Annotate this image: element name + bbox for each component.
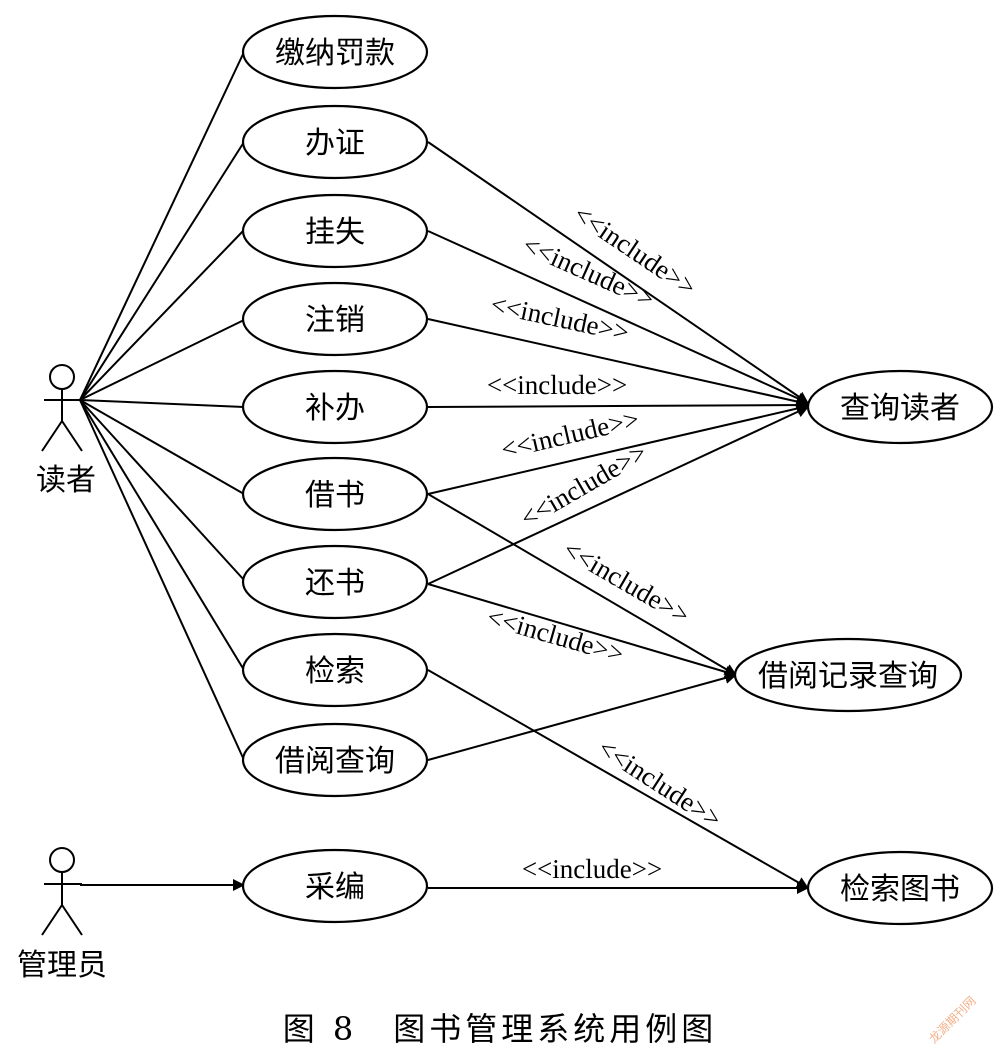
include-label-catalog: <<include>> [522, 854, 662, 884]
include-label-return-record: <<include>> [484, 602, 627, 670]
use-case-borrow-query: 借阅查询 [241, 722, 429, 798]
watermark: 龙源期刊网 [926, 994, 978, 1046]
use-case-borrow: 借书 [241, 456, 429, 532]
include-line-search [427, 669, 809, 889]
use-case-label: 缴纳罚款 [275, 36, 395, 71]
include-line-borrow-query-reader [427, 402, 809, 495]
use-case-return: 还书 [241, 544, 429, 620]
stick-figure-icon [41, 847, 83, 936]
include-line-cancel [427, 318, 809, 408]
use-case-apply-card: 办证 [241, 104, 429, 180]
use-case-label: 注销 [305, 303, 365, 338]
use-case-label: 办证 [305, 126, 365, 161]
association-line-apply-card [79, 141, 245, 401]
use-case-label: 采编 [305, 870, 365, 905]
use-case-label: 借阅查询 [275, 744, 395, 779]
association-line-return [79, 399, 245, 581]
figure-caption: 图 8 图书管理系统用例图 [283, 1010, 718, 1048]
include-line-return-record [427, 583, 737, 678]
include-line-return-query-reader [427, 406, 809, 585]
include-label-reissue: <<include>> [487, 370, 627, 400]
use-case-label: 挂失 [305, 215, 365, 250]
use-case-catalog: 采编 [241, 848, 429, 924]
use-case-pay-fine: 缴纳罚款 [241, 14, 429, 90]
use-case-label: 检索 [305, 654, 365, 689]
include-line-borrow-query-record [427, 672, 737, 761]
use-case-search-book: 检索图书 [806, 850, 994, 926]
reader-associations [79, 51, 245, 761]
use-case-report-loss: 挂失 [241, 193, 429, 269]
use-case-label: 查询读者 [840, 391, 960, 426]
use-case-label: 检索图书 [840, 872, 960, 907]
use-case-reissue: 补办 [241, 369, 429, 445]
include-line-borrow-record [427, 493, 737, 676]
include-label-search: <<include>> [593, 733, 727, 835]
use-case-query-reader: 查询读者 [806, 369, 994, 445]
use-case-label: 补办 [305, 391, 365, 426]
include-line-apply-card [427, 141, 809, 404]
include-relationships [427, 141, 809, 894]
actor-label-admin: 管理员 [17, 948, 107, 983]
association-line-borrow-query [79, 399, 245, 761]
use-case-borrow-record-query: 借阅记录查询 [733, 637, 963, 713]
actor-label-reader: 读者 [36, 463, 96, 498]
association-line-report-loss [79, 229, 245, 401]
use-case-label: 还书 [305, 566, 365, 601]
actor-admin: 管理员 [17, 847, 107, 983]
association-line-borrow [79, 399, 245, 495]
include-line-reissue [427, 399, 809, 412]
association-line-cancel [79, 319, 245, 401]
use-case-label: 借阅记录查询 [758, 659, 938, 694]
actor-reader: 读者 [36, 364, 96, 498]
stick-figure-icon [41, 364, 83, 452]
include-line-report-loss [427, 230, 809, 404]
association-line-pay-fine [79, 51, 245, 401]
use-case-label: 借书 [305, 478, 365, 513]
use-case-cancel: 注销 [241, 281, 429, 357]
use-case-search: 检索 [241, 632, 429, 708]
association-line-search [79, 399, 245, 671]
association-line-reissue [79, 399, 245, 408]
